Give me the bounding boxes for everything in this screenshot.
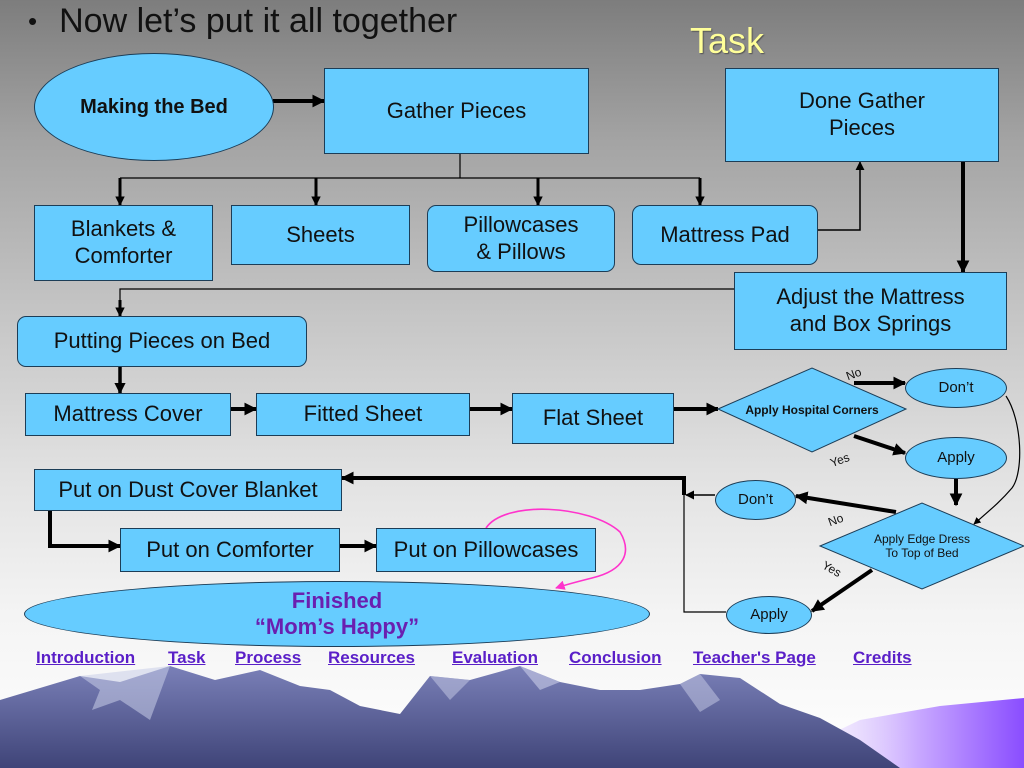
node-blankets-comforter: Blankets & Comforter xyxy=(34,205,213,281)
slide-title: • Now let’s put it all together xyxy=(28,2,457,41)
node-done-gather-pieces: Done Gather Pieces xyxy=(725,68,999,162)
node-dont-hospital: Don’t xyxy=(905,368,1007,408)
node-pillowcases-pillows: Pillowcases & Pillows xyxy=(427,205,615,272)
mountains-decoration xyxy=(0,666,1024,768)
arrow-pad-to-done xyxy=(818,161,865,231)
node-making-the-bed: Making the Bed xyxy=(34,53,274,161)
nav-link-credits[interactable]: Credits xyxy=(853,648,912,667)
node-put-on-pillowcases: Put on Pillowcases xyxy=(376,528,596,572)
node-mattress-cover: Mattress Cover xyxy=(25,393,231,436)
arrow-dust-to-comforter xyxy=(48,511,122,553)
finished-title: Finished xyxy=(291,587,383,613)
node-flat-sheet: Flat Sheet xyxy=(512,393,674,444)
label-apply-edge-dress: Apply Edge Dress To Top of Bed xyxy=(873,532,971,560)
arrow-apply-to-dust xyxy=(683,495,726,613)
node-adjust-mattress: Adjust the Mattress and Box Springs xyxy=(734,272,1007,350)
nav-link-process[interactable]: Process xyxy=(235,648,302,667)
node-put-on-comforter: Put on Comforter xyxy=(120,528,340,572)
node-putting-pieces-on-bed: Putting Pieces on Bed xyxy=(17,316,307,367)
arrow-adjust-to-putting xyxy=(119,288,734,316)
node-apply-hospital: Apply xyxy=(905,437,1007,479)
arrow-edge-no xyxy=(794,491,897,514)
nav-link-task[interactable]: Task xyxy=(168,648,206,667)
nav-link-teachers-page[interactable]: Teacher's Page xyxy=(693,648,816,667)
node-apply-edge: Apply xyxy=(726,596,812,634)
node-fitted-sheet: Fitted Sheet xyxy=(256,393,470,436)
slide-title-text: Now let’s put it all together xyxy=(59,2,458,40)
node-sheets: Sheets xyxy=(231,205,410,265)
nav-link-resources[interactable]: Resources xyxy=(328,648,415,667)
arrow-pillowcases-to-finished xyxy=(485,508,627,590)
decision-hospital-corners xyxy=(716,367,908,453)
label-apply-hospital-corners: Apply Hospital Corners xyxy=(745,403,879,417)
bullet-icon: • xyxy=(28,6,38,36)
arrow-hospital-yes xyxy=(853,434,907,456)
decision-edge-dress xyxy=(818,502,1024,590)
node-dont-edge: Don’t xyxy=(715,480,796,520)
node-finished: Finished “Mom’s Happy” xyxy=(24,581,650,647)
nav-link-evaluation[interactable]: Evaluation xyxy=(452,648,538,667)
node-put-on-dust-cover: Put on Dust Cover Blanket xyxy=(34,469,342,511)
finished-subtitle: “Mom’s Happy” xyxy=(254,614,420,639)
node-mattress-pad: Mattress Pad xyxy=(632,205,818,265)
task-heading: Task xyxy=(690,20,765,61)
arrow-edge-yes xyxy=(810,568,874,613)
nav-link-introduction[interactable]: Introduction xyxy=(36,648,136,667)
arrow-dont-to-edge xyxy=(973,395,1021,525)
nav-link-conclusion[interactable]: Conclusion xyxy=(569,648,662,667)
node-gather-pieces: Gather Pieces xyxy=(324,68,589,154)
arrow-dont-to-dust xyxy=(340,471,686,495)
